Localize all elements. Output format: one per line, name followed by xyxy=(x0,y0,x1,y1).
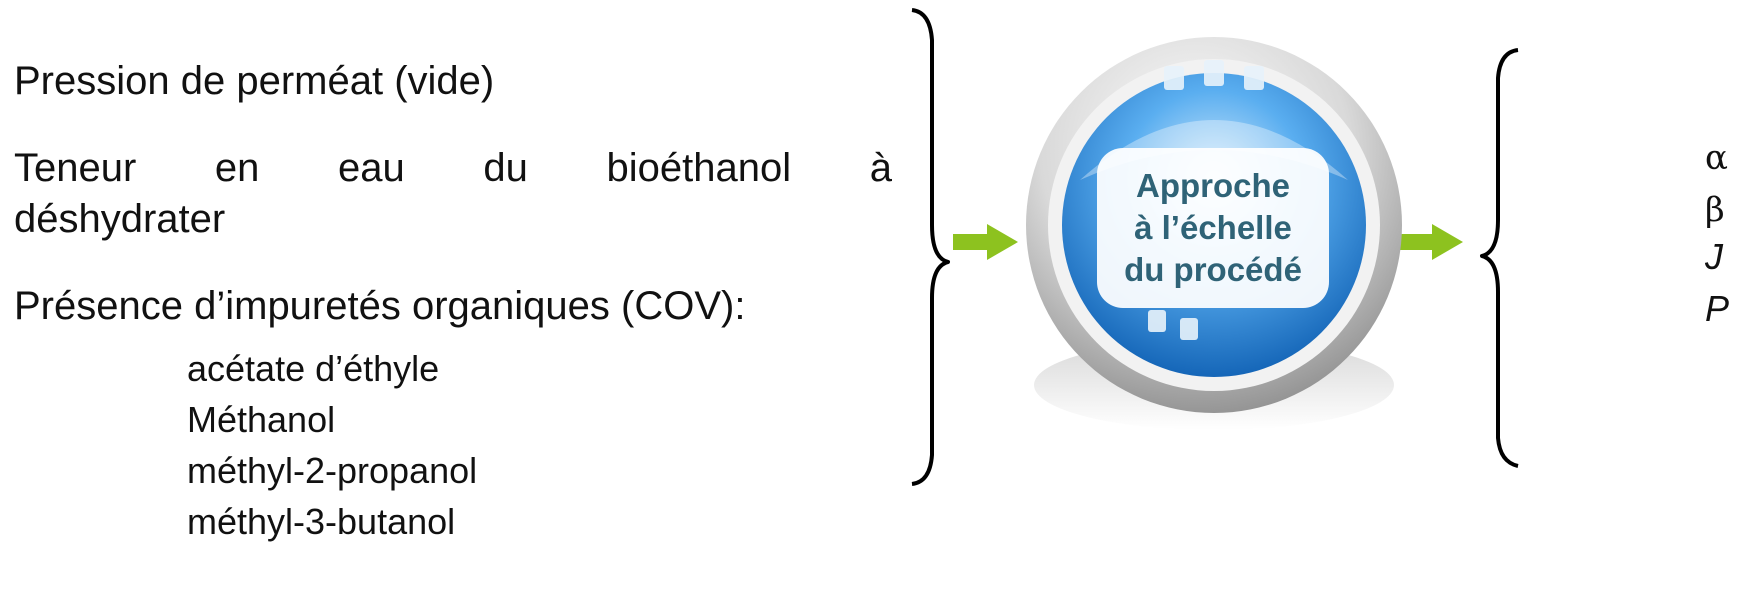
input-pression: Pression de perméat (vide) xyxy=(14,59,495,103)
center-label: Approche à l’échelle du procédé xyxy=(1097,148,1329,308)
teneur-word: en xyxy=(214,146,260,190)
teneur-word: bioéthanol xyxy=(606,146,792,190)
output-p: P xyxy=(1705,288,1730,329)
output-beta: β xyxy=(1705,190,1725,230)
arrow-right-icon xyxy=(1398,224,1463,260)
input-teneur-line1: Teneur en eau du bioéthanol à xyxy=(14,146,892,191)
output-alpha: α xyxy=(1705,138,1728,178)
teneur-word: à xyxy=(869,146,892,190)
impurete-item: acétate d’éthyle xyxy=(187,348,440,389)
impurete-item: méthyl-3-butanol xyxy=(187,501,456,542)
left-brace xyxy=(911,8,950,486)
input-presence: Présence d’impuretés organiques (COV): xyxy=(14,284,746,328)
arrow-right-icon xyxy=(953,224,1018,260)
input-teneur-line2: déshydrater xyxy=(14,197,226,241)
process-button-icon xyxy=(1026,37,1402,430)
gear-icon xyxy=(1148,60,1264,340)
center-label-line: du procédé xyxy=(1124,251,1302,288)
right-brace xyxy=(1480,48,1519,468)
output-j: J xyxy=(1705,236,1723,277)
impurete-item: Méthanol xyxy=(187,399,336,440)
teneur-word: du xyxy=(483,146,528,190)
center-label-line: Approche xyxy=(1135,167,1290,204)
center-label-line: à l’échelle xyxy=(1134,209,1292,246)
impurete-item: méthyl-2-propanol xyxy=(187,450,478,491)
teneur-word: Teneur xyxy=(14,146,137,190)
teneur-word: eau xyxy=(338,146,405,190)
